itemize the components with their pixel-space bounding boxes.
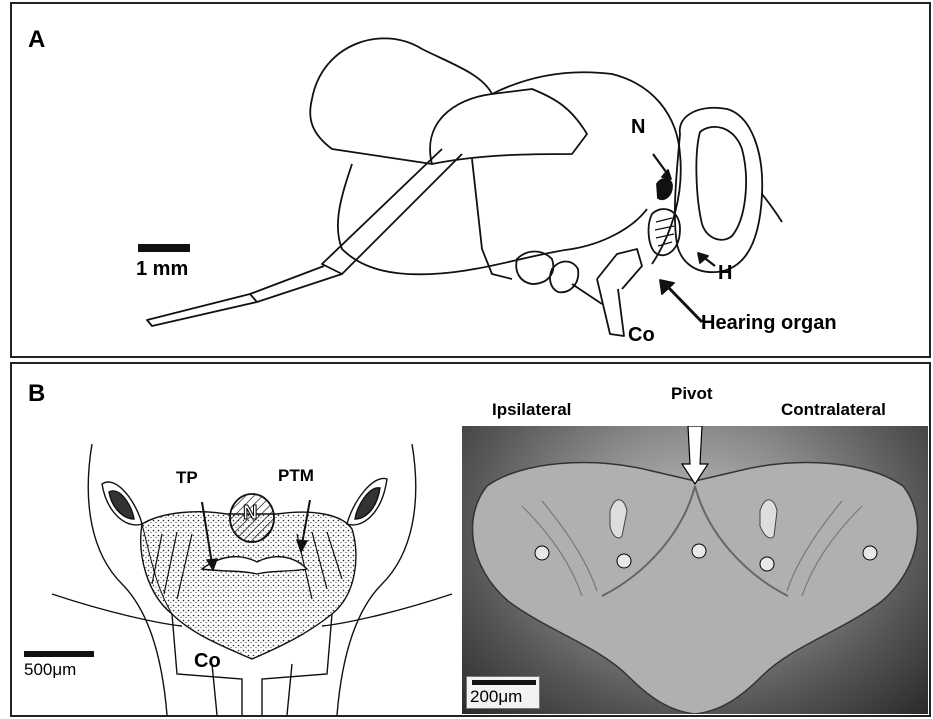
label-tp: TP [176, 468, 198, 488]
label-ptm: PTM [278, 466, 314, 486]
sem-micrograph: 200μm [462, 426, 928, 714]
label-n: N [243, 502, 257, 525]
label-hearing-organ: Hearing organ [701, 312, 837, 335]
sem-scale-label: 200μm [470, 687, 522, 706]
sem-scale-box: 200μm [466, 676, 540, 709]
sem-overlay [462, 426, 928, 714]
label-n: N [631, 116, 645, 139]
panel-b: B [10, 362, 931, 717]
label-pivot: Pivot [671, 384, 713, 404]
fly-line-drawing [12, 4, 929, 356]
label-co: Co [194, 650, 221, 673]
label-h: H [718, 262, 732, 285]
panel-a: A [10, 2, 931, 358]
sem-scale-bar [472, 680, 536, 685]
scale-bar-label: 500μm [24, 660, 76, 680]
label-contralateral: Contralateral [781, 400, 886, 420]
hearing-organ-drawing [12, 364, 462, 715]
label-co: Co [628, 324, 655, 347]
scale-bar-label: 1 mm [136, 258, 188, 281]
label-ipsilateral: Ipsilateral [492, 400, 571, 420]
